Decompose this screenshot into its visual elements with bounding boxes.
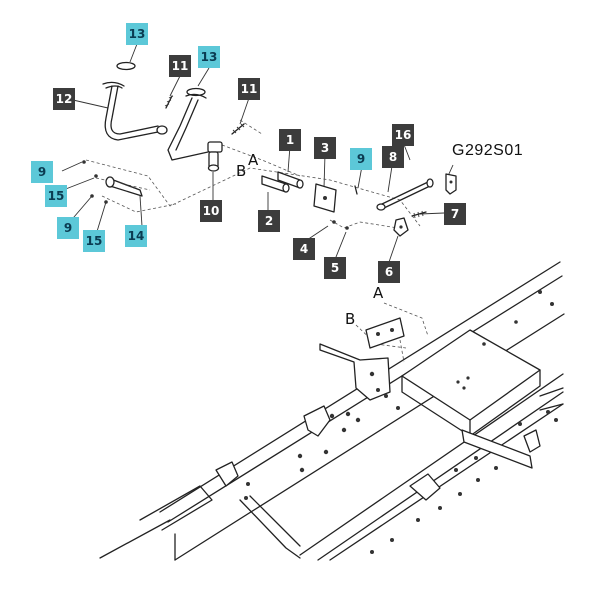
reference-letter-a: A [248,151,259,169]
callout-4: 4 [293,238,315,260]
chassis-frame [99,261,565,561]
callout-9: 9 [57,217,79,239]
callout-13: 13 [198,46,220,68]
callout-15: 15 [45,185,67,207]
pedal-pad-13-left [116,61,136,71]
diagram-code: G292S01 [452,142,524,159]
callout-14: 14 [125,225,147,247]
plate-3 [313,183,337,213]
pedal-12 [102,81,168,141]
callout-7: 7 [444,203,466,225]
pin-9-b [90,194,94,198]
callout-8: 8 [382,146,404,168]
reference-letter-b: B [236,162,247,180]
callout-3: 3 [314,137,336,159]
spring-7 [411,210,427,219]
callout-2: 2 [258,210,280,232]
pedal-right-arm [167,93,223,161]
reference-letter-a: A [373,284,384,302]
bracket-16 [445,173,457,195]
callout-5: 5 [324,257,346,279]
rod-end-14 [105,176,143,197]
callout-11: 11 [169,55,191,77]
spring-pin-11-left [164,95,174,109]
pedal-pad-13-right [186,87,206,97]
spring-pin-11-right [231,123,245,135]
callout-13: 13 [126,23,148,45]
rod-8 [376,178,434,211]
callout-16: 16 [392,124,414,146]
washer-15-b [104,200,108,204]
callout-11: 11 [238,78,260,100]
pin-9-a [82,160,86,164]
pin-9-c [354,185,358,195]
bolt-10 [207,151,220,172]
callout-12: 12 [53,88,75,110]
callout-6: 6 [378,261,400,283]
clevis-6 [393,217,409,237]
callout-9: 9 [350,148,372,170]
washer-5 [345,226,349,230]
callout-10: 10 [200,200,222,222]
nut-4 [332,220,336,224]
washer-15-a [94,174,98,178]
reference-letter-b: B [345,310,356,328]
shaft-1 [277,171,304,189]
callout-15: 15 [83,230,105,252]
callout-1: 1 [279,129,301,151]
shaft-2 [261,175,290,193]
callout-9: 9 [31,161,53,183]
